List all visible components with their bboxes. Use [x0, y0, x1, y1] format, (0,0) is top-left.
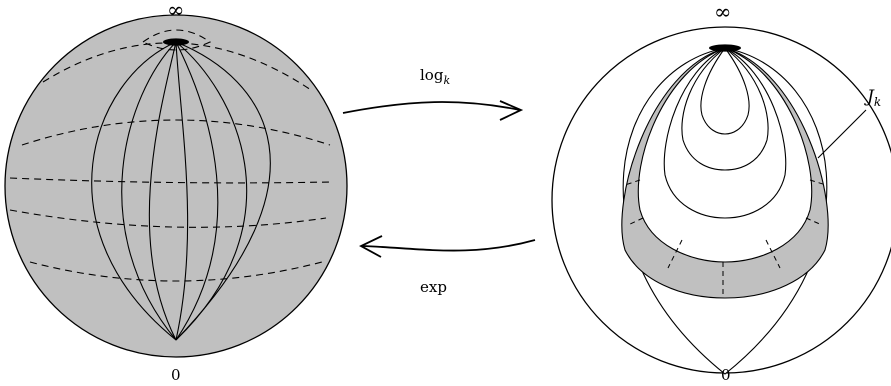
- region-label: Jk: [864, 87, 881, 109]
- band-tick-4: [627, 217, 644, 226]
- forward-arrow: [342, 100, 524, 121]
- band-ticks: [624, 179, 827, 298]
- meridian-5: [175, 41, 219, 341]
- latitude-line-1: [42, 42, 312, 91]
- meridian-1: [91, 41, 177, 341]
- right-bottom-label: 0: [721, 366, 731, 384]
- backward-arrow: [359, 235, 536, 258]
- left-sphere: ∞ 0: [4, 0, 348, 384]
- band-tick-5: [805, 217, 823, 226]
- north-point: [709, 44, 741, 52]
- left-top-label: ∞: [167, 0, 185, 22]
- forward-arrow-label: logk: [420, 66, 450, 87]
- latitude-lines: [9, 29, 331, 282]
- meridian-2: [121, 41, 177, 341]
- meridian-3: [148, 41, 177, 341]
- north-pole-point: [163, 38, 189, 46]
- latitude-line-2: [21, 119, 331, 146]
- left-bottom-label: 0: [171, 366, 181, 384]
- right-disk: ∞ 0 Jk: [551, 0, 891, 384]
- right-top-label: ∞: [714, 0, 732, 24]
- loop-5: [700, 47, 750, 135]
- latitude-line-5: [29, 261, 323, 282]
- backward-arrow-label: exp: [420, 278, 447, 296]
- backward-arrow-shaft: [361, 239, 536, 252]
- meridian-7: [175, 41, 271, 341]
- meridian-4: [175, 41, 189, 341]
- meridian-6: [175, 41, 248, 341]
- sphere-body: [4, 14, 348, 358]
- backward-arrow-head: [359, 235, 383, 258]
- region-pointer: [817, 109, 867, 159]
- band-tick-7: [809, 179, 827, 186]
- forward-arrow-head: [499, 100, 524, 121]
- latitude-line-3: [9, 177, 331, 184]
- meridian-lines: [91, 41, 271, 341]
- latitude-line-4: [9, 209, 327, 228]
- band-tick-6: [624, 179, 641, 186]
- forward-arrow-shaft: [342, 101, 521, 114]
